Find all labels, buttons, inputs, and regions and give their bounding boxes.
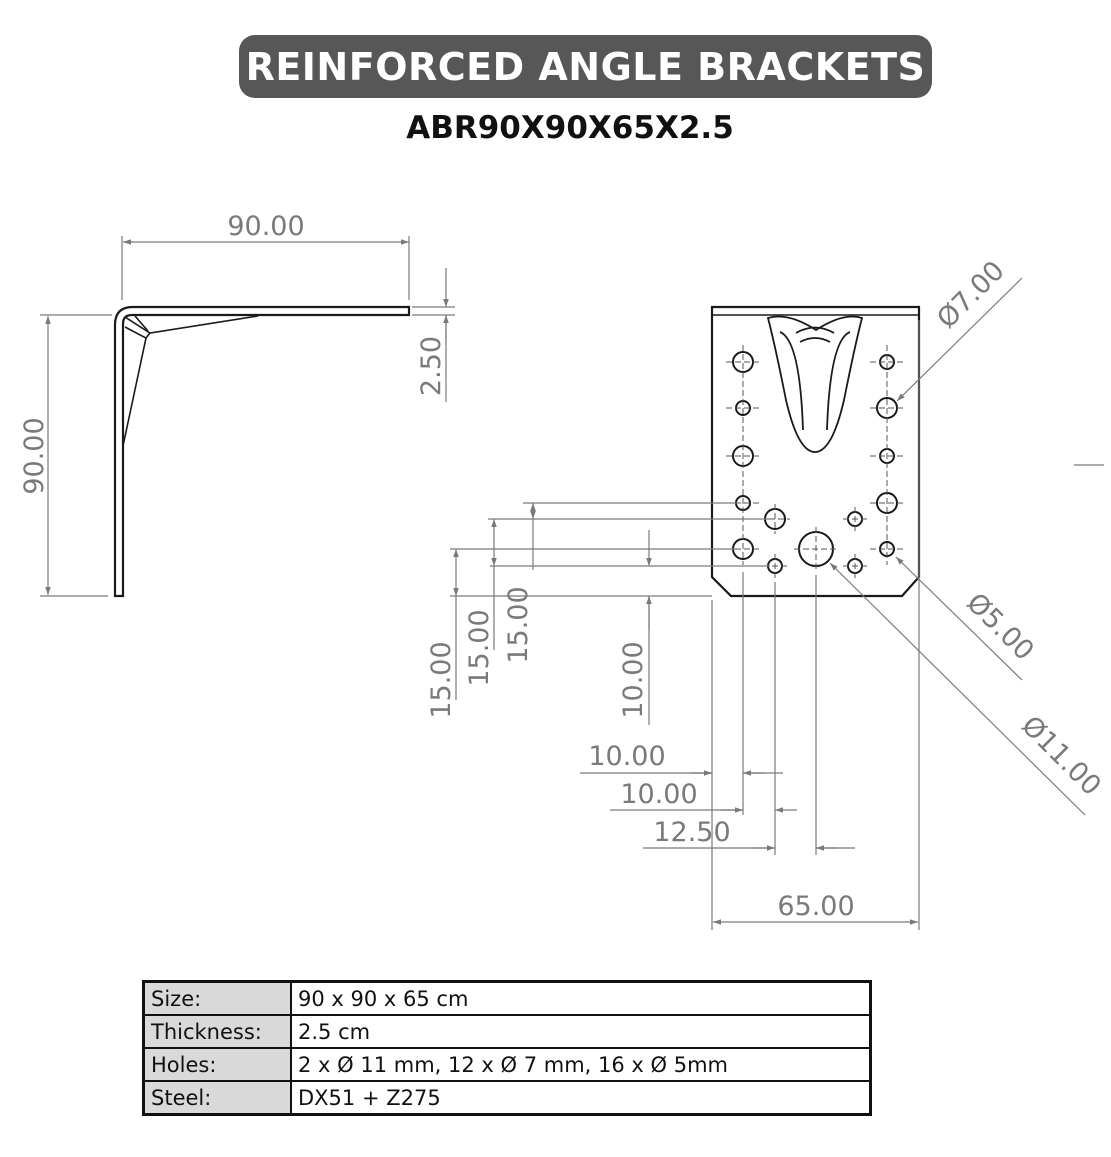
table-row: Steel: DX51 + Z275 xyxy=(142,1080,872,1116)
vertical-dim: 15.00 xyxy=(503,586,534,663)
side-width-dim: 90.00 xyxy=(227,211,304,242)
hole5-dim: Ø5.00 xyxy=(960,587,1039,666)
bracket-profile xyxy=(113,305,411,598)
side-view: 90.00 90.00 2.50 xyxy=(19,211,455,598)
model-number: ABR90X90X65X2.5 xyxy=(406,110,734,146)
product-title: REINFORCED ANGLE BRACKETS xyxy=(245,44,926,89)
thickness-dim: 2.50 xyxy=(416,336,447,396)
spec-label: Holes: xyxy=(142,1047,292,1082)
spec-label: Steel: xyxy=(142,1080,292,1116)
front-view: Ø7.00 Ø5.00 Ø11.00 15.00 15.00 15.00 10.… xyxy=(426,255,1107,930)
spec-label: Size: xyxy=(142,980,292,1016)
spec-label: Thickness: xyxy=(142,1014,292,1049)
horizontal-dim: 12.50 xyxy=(653,817,730,848)
reinforcement-rib xyxy=(122,315,259,447)
spec-value: 90 x 90 x 65 cm xyxy=(290,980,872,1016)
hole11-dim: Ø11.00 xyxy=(1015,710,1107,802)
technical-drawing: 90.00 90.00 2.50 xyxy=(19,211,1107,930)
hole7-dim: Ø7.00 xyxy=(931,255,1010,334)
side-height-dim: 90.00 xyxy=(19,417,50,494)
horizontal-dim: 10.00 xyxy=(620,779,697,810)
table-row: Thickness: 2.5 cm xyxy=(142,1014,872,1049)
table-row: Holes: 2 x Ø 11 mm, 12 x Ø 7 mm, 16 x Ø … xyxy=(142,1047,872,1082)
spec-table: Size: 90 x 90 x 65 cm Thickness: 2.5 cm … xyxy=(142,980,872,1116)
bracket-face-outline xyxy=(710,305,921,598)
spec-value: DX51 + Z275 xyxy=(290,1080,872,1116)
front-width-dim: 65.00 xyxy=(777,891,854,922)
vertical-dim: 10.00 xyxy=(618,641,649,718)
spec-value: 2.5 cm xyxy=(290,1014,872,1049)
spec-value: 2 x Ø 11 mm, 12 x Ø 7 mm, 16 x Ø 5mm xyxy=(290,1047,872,1082)
title-banner: REINFORCED ANGLE BRACKETS xyxy=(239,35,932,98)
rib-outline xyxy=(766,315,864,453)
holes xyxy=(732,351,898,574)
vertical-dim: 15.00 xyxy=(426,641,457,718)
table-row: Size: 90 x 90 x 65 cm xyxy=(142,980,872,1016)
vertical-dim: 15.00 xyxy=(464,609,495,686)
horizontal-dim: 10.00 xyxy=(588,741,665,772)
